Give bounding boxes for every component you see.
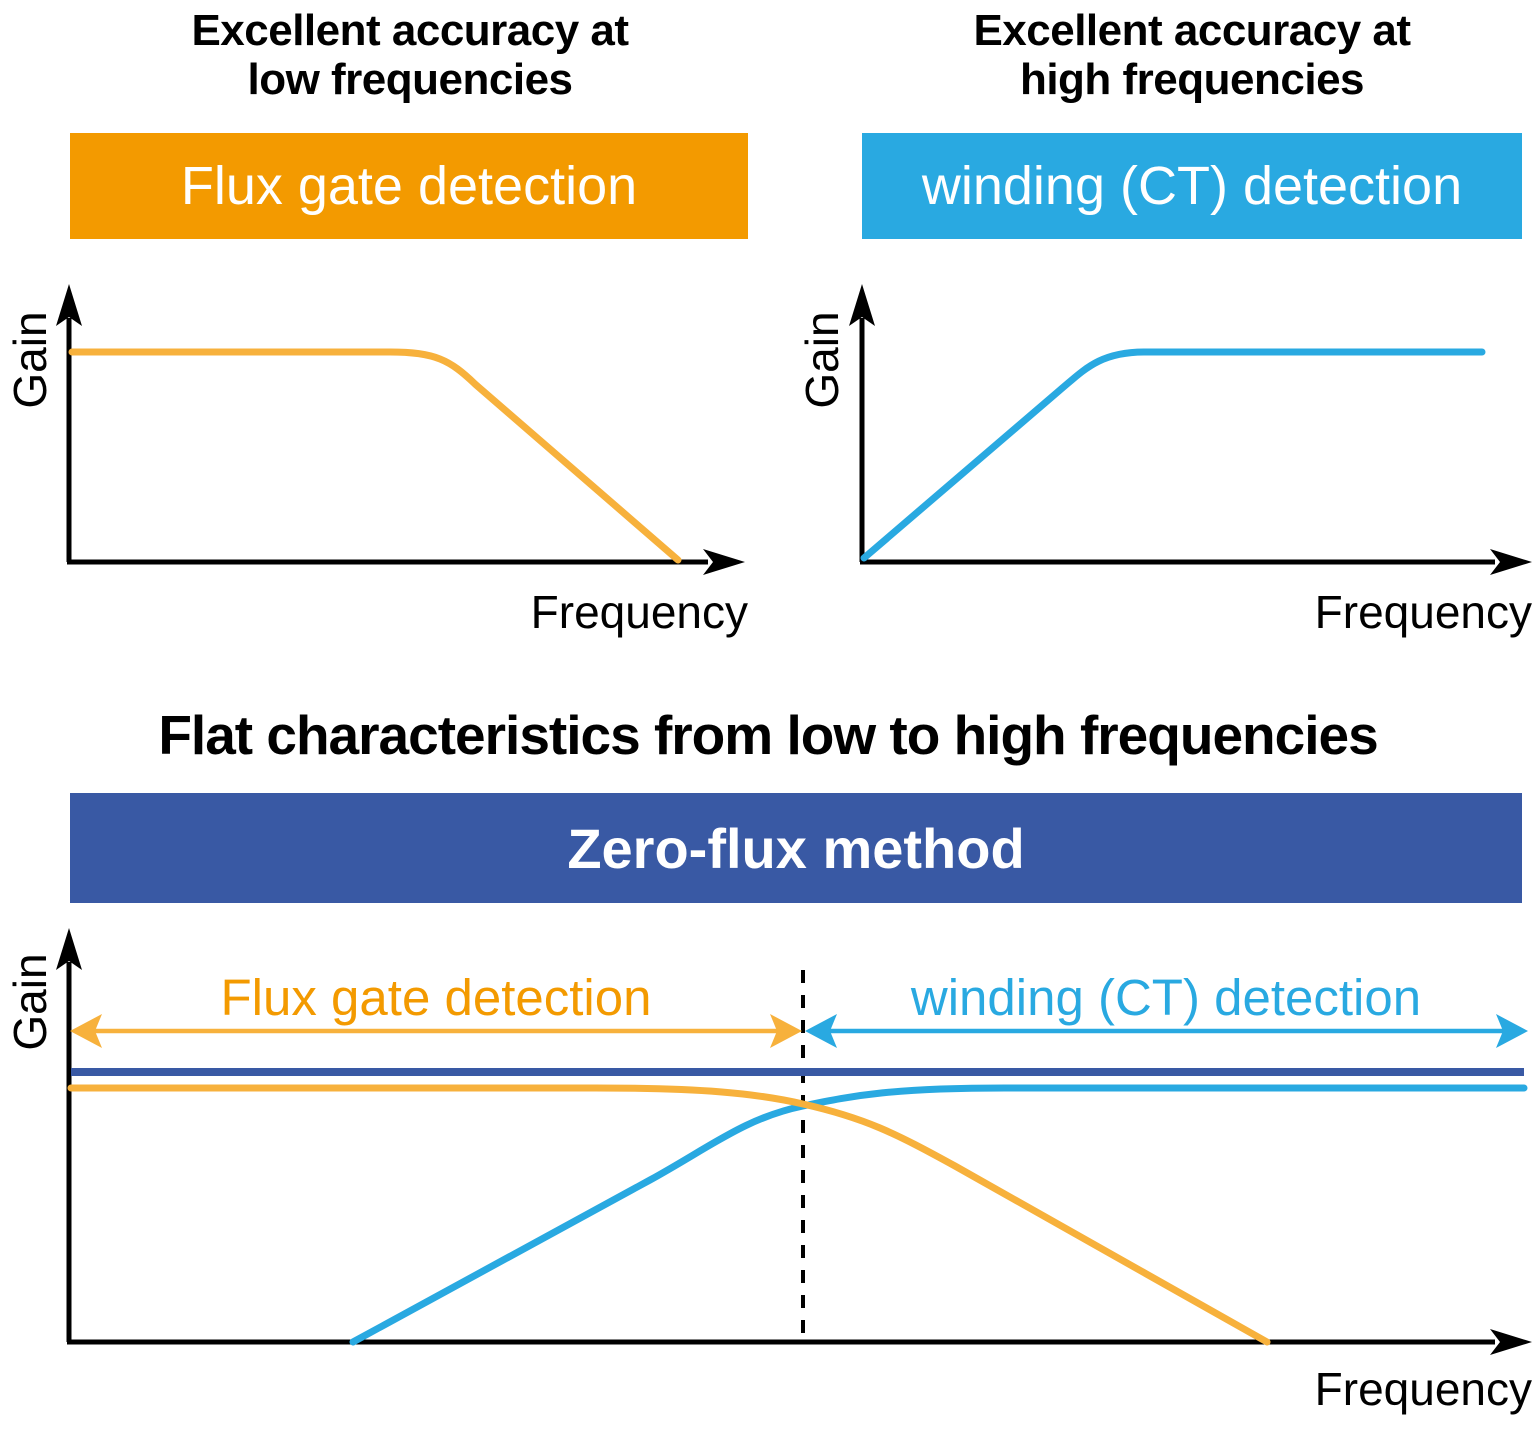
heading-low-frequencies: Excellent accuracy at low frequencies bbox=[191, 6, 629, 105]
y-axis-arrowhead bbox=[56, 928, 82, 970]
flux-region-arrowhead-left bbox=[70, 1014, 102, 1048]
winding-ct-chart bbox=[849, 284, 1532, 575]
frequency-axis-label: Frequency bbox=[1314, 1363, 1532, 1415]
gain-axis-label: Gain bbox=[4, 311, 56, 409]
x-axis-arrowhead bbox=[703, 549, 745, 575]
winding-ct-curve bbox=[860, 348, 1486, 562]
winding-region-arrowhead-left bbox=[805, 1014, 837, 1048]
y-axis-arrowhead bbox=[849, 284, 875, 326]
flux-gate-banner: Flux gate detection bbox=[70, 133, 748, 239]
winding-ct-banner-label: winding (CT) detection bbox=[921, 156, 1463, 216]
flux-gate-curve bbox=[68, 348, 682, 564]
winding-ct-region-label: winding (CT) detection bbox=[910, 969, 1422, 1026]
gain-axis-label: Gain bbox=[796, 311, 848, 409]
frequency-axis-label: Frequency bbox=[530, 586, 748, 638]
flux-gate-region-label: Flux gate detection bbox=[220, 969, 652, 1026]
heading-flat-characteristics: Flat characteristics from low to high fr… bbox=[158, 704, 1378, 766]
winding-region-arrowhead-right bbox=[1496, 1014, 1528, 1048]
flux-gate-chart bbox=[56, 284, 745, 575]
gain-axis-label: Gain bbox=[4, 953, 56, 1051]
heading-high-frequencies: Excellent accuracy at high frequencies bbox=[973, 6, 1411, 105]
winding-ct-curve bbox=[349, 1084, 1528, 1346]
zero-flux-chart bbox=[56, 928, 1532, 1355]
frequency-axis-label: Frequency bbox=[1314, 586, 1532, 638]
x-axis-arrowhead bbox=[1490, 1329, 1532, 1355]
zero-flux-banner: Zero-flux method bbox=[70, 793, 1522, 903]
zero-flux-banner-label: Zero-flux method bbox=[567, 816, 1025, 880]
winding-ct-banner: winding (CT) detection bbox=[862, 133, 1522, 239]
flux-gate-curve bbox=[67, 1084, 1271, 1346]
flux-region-arrowhead-right bbox=[770, 1014, 802, 1048]
flux-gate-banner-label: Flux gate detection bbox=[180, 156, 638, 216]
y-axis-arrowhead bbox=[56, 284, 82, 326]
x-axis-arrowhead bbox=[1490, 549, 1532, 575]
